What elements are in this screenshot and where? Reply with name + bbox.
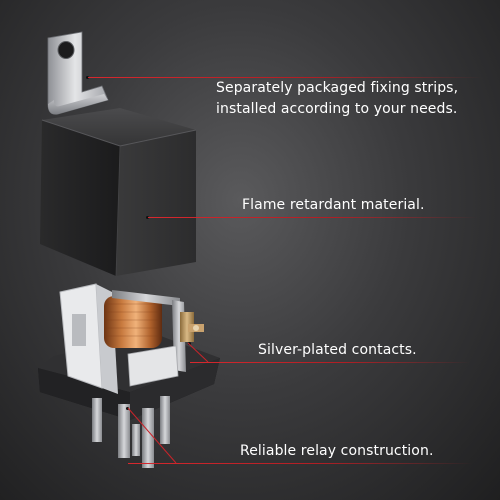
contacts-line-1: Silver-plated contacts.	[258, 342, 417, 358]
fixing-strips-leader-line	[88, 77, 483, 78]
contacts-leader-line	[190, 362, 470, 363]
material-pointer-dot	[146, 216, 149, 219]
relay-cover	[40, 108, 197, 277]
fixing-strip-bracket	[47, 31, 109, 115]
material-line-1: Flame retardant material.	[242, 197, 425, 213]
construction-pointer-dot	[126, 407, 129, 410]
fixing-strips-caption: Separately packaged fixing strips, insta…	[216, 78, 458, 120]
material-leader-line	[148, 217, 478, 218]
construction-line-1: Reliable relay construction.	[240, 443, 434, 459]
fixing-strips-pointer-dot	[86, 76, 89, 79]
material-caption: Flame retardant material.	[242, 195, 425, 216]
fixing-strips-line-2: installed according to your needs.	[216, 101, 458, 117]
open-relay-assembly	[38, 283, 220, 468]
contacts-pointer-dot	[188, 342, 191, 345]
construction-leader-line	[128, 463, 473, 464]
fixing-strips-line-1: Separately packaged fixing strips,	[216, 80, 459, 96]
contacts-caption: Silver-plated contacts.	[258, 340, 417, 361]
construction-caption: Reliable relay construction.	[240, 441, 434, 462]
